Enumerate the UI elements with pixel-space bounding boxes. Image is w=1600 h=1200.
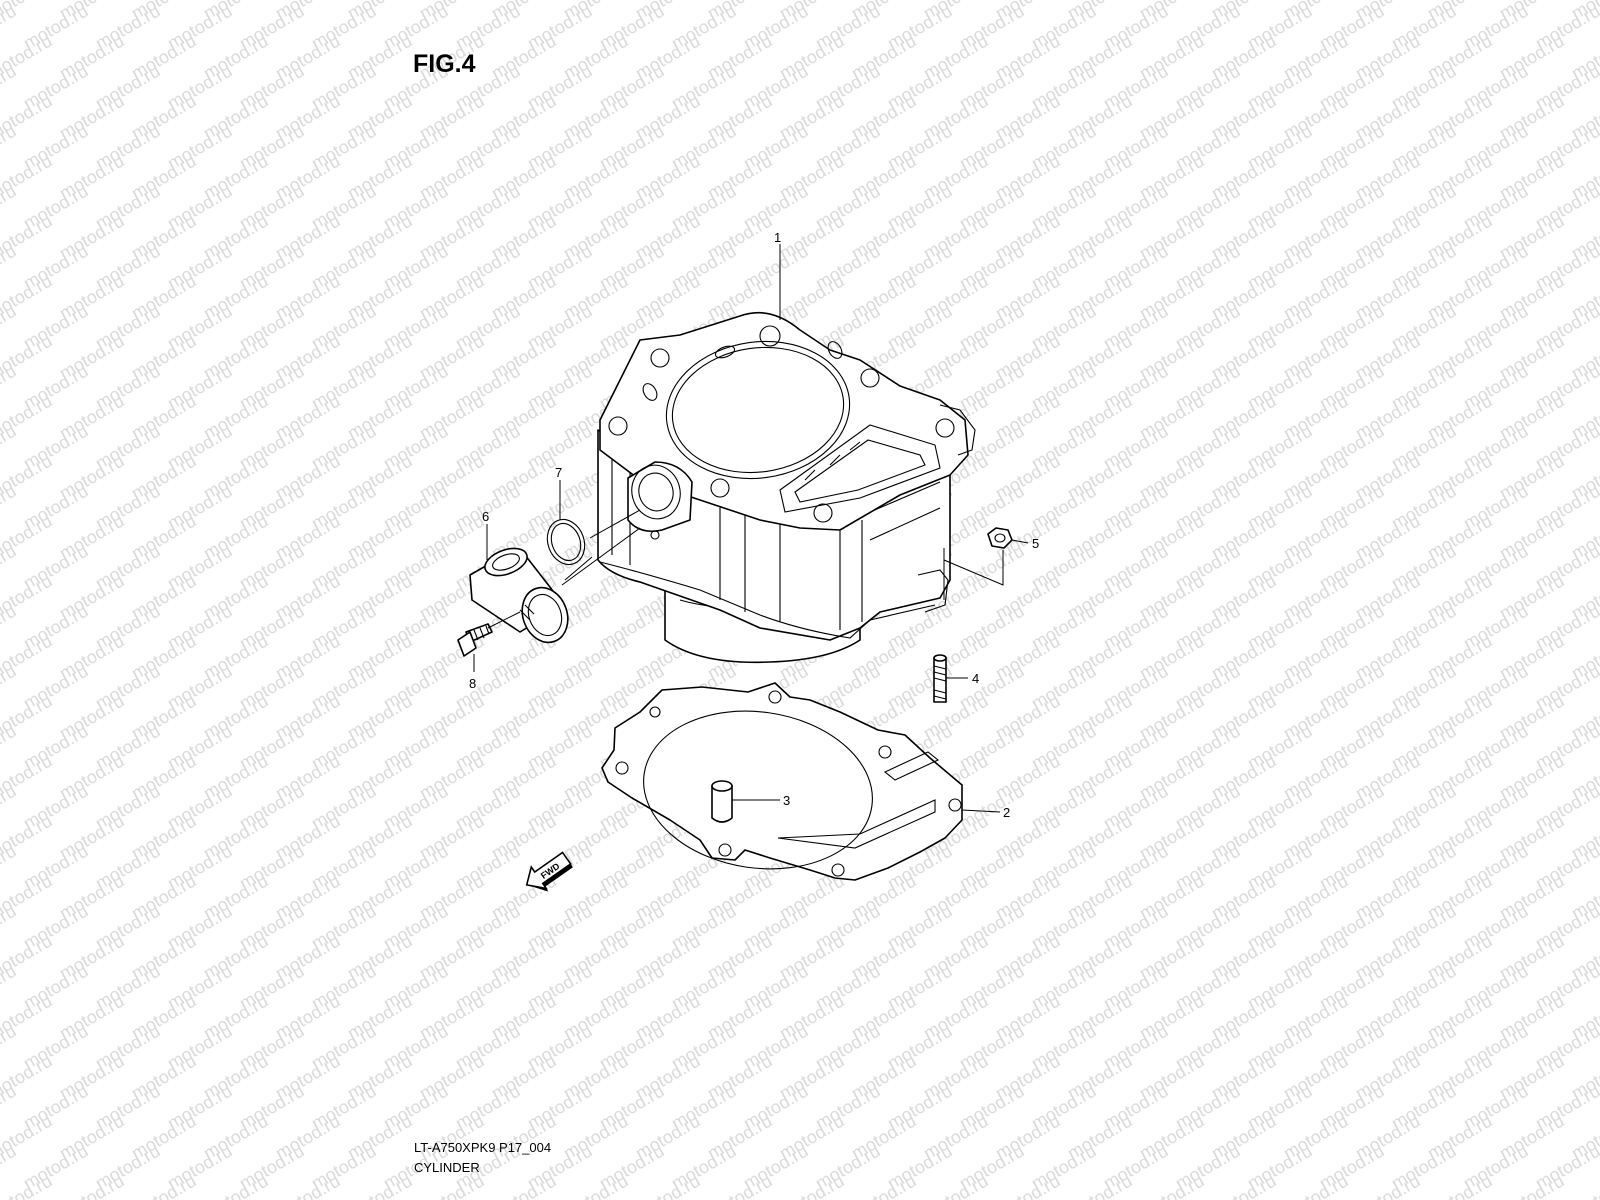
figure-name: CYLINDER (414, 1160, 480, 1175)
part-label-1: 1 (774, 230, 781, 245)
part-label-4: 4 (972, 671, 979, 686)
assembly-lines (487, 509, 1004, 629)
cylinder-block (597, 311, 976, 664)
model-code: LT-A750XPK9 P17_004 (414, 1140, 552, 1155)
water-inlet-pipe (469, 547, 569, 644)
part-label-8: 8 (469, 676, 476, 691)
stud-bolt (933, 654, 947, 703)
dowel-pin (711, 780, 733, 823)
leader-lines (473, 244, 1029, 813)
part-label-7: 7 (555, 465, 562, 480)
part-label-6: 6 (482, 509, 489, 524)
part-label-5: 5 (1032, 536, 1039, 551)
figure-title: FIG.4 (413, 50, 476, 78)
part-labels: 1 2 3 4 5 6 7 8 (469, 230, 1039, 820)
o-ring (546, 518, 586, 566)
nut (987, 527, 1013, 549)
bolt (457, 623, 493, 657)
part-label-2: 2 (1003, 805, 1010, 820)
part-label-3: 3 (783, 793, 790, 808)
fwd-arrow: FWD (525, 851, 573, 892)
cylinder-gasket (601, 682, 963, 881)
